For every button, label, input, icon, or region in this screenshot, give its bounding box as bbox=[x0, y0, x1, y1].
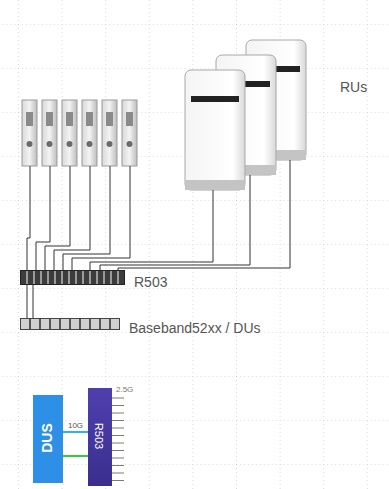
ru-units bbox=[185, 40, 306, 190]
link-line bbox=[33, 285, 34, 318]
dus-box: DUS bbox=[33, 395, 63, 483]
radio-units bbox=[22, 100, 137, 166]
link-line bbox=[63, 455, 88, 457]
cable-wires bbox=[27, 160, 290, 270]
link-line bbox=[27, 285, 28, 318]
node-label: R503 bbox=[93, 423, 105, 449]
group-label: RUs bbox=[340, 79, 367, 95]
port-ticks bbox=[112, 398, 124, 481]
switch-box: R503 bbox=[88, 388, 112, 486]
node-label: R503 bbox=[134, 274, 167, 290]
speed-label: 2.5G bbox=[116, 385, 133, 394]
baseband-bar: Baseband52xx / DUs bbox=[20, 318, 120, 330]
link-line bbox=[63, 431, 88, 433]
link-label: 10G bbox=[68, 421, 83, 430]
node-label: Baseband52xx / DUs bbox=[129, 320, 261, 336]
node-label: DUS bbox=[39, 423, 55, 453]
switch-bar: R503 bbox=[20, 270, 125, 285]
